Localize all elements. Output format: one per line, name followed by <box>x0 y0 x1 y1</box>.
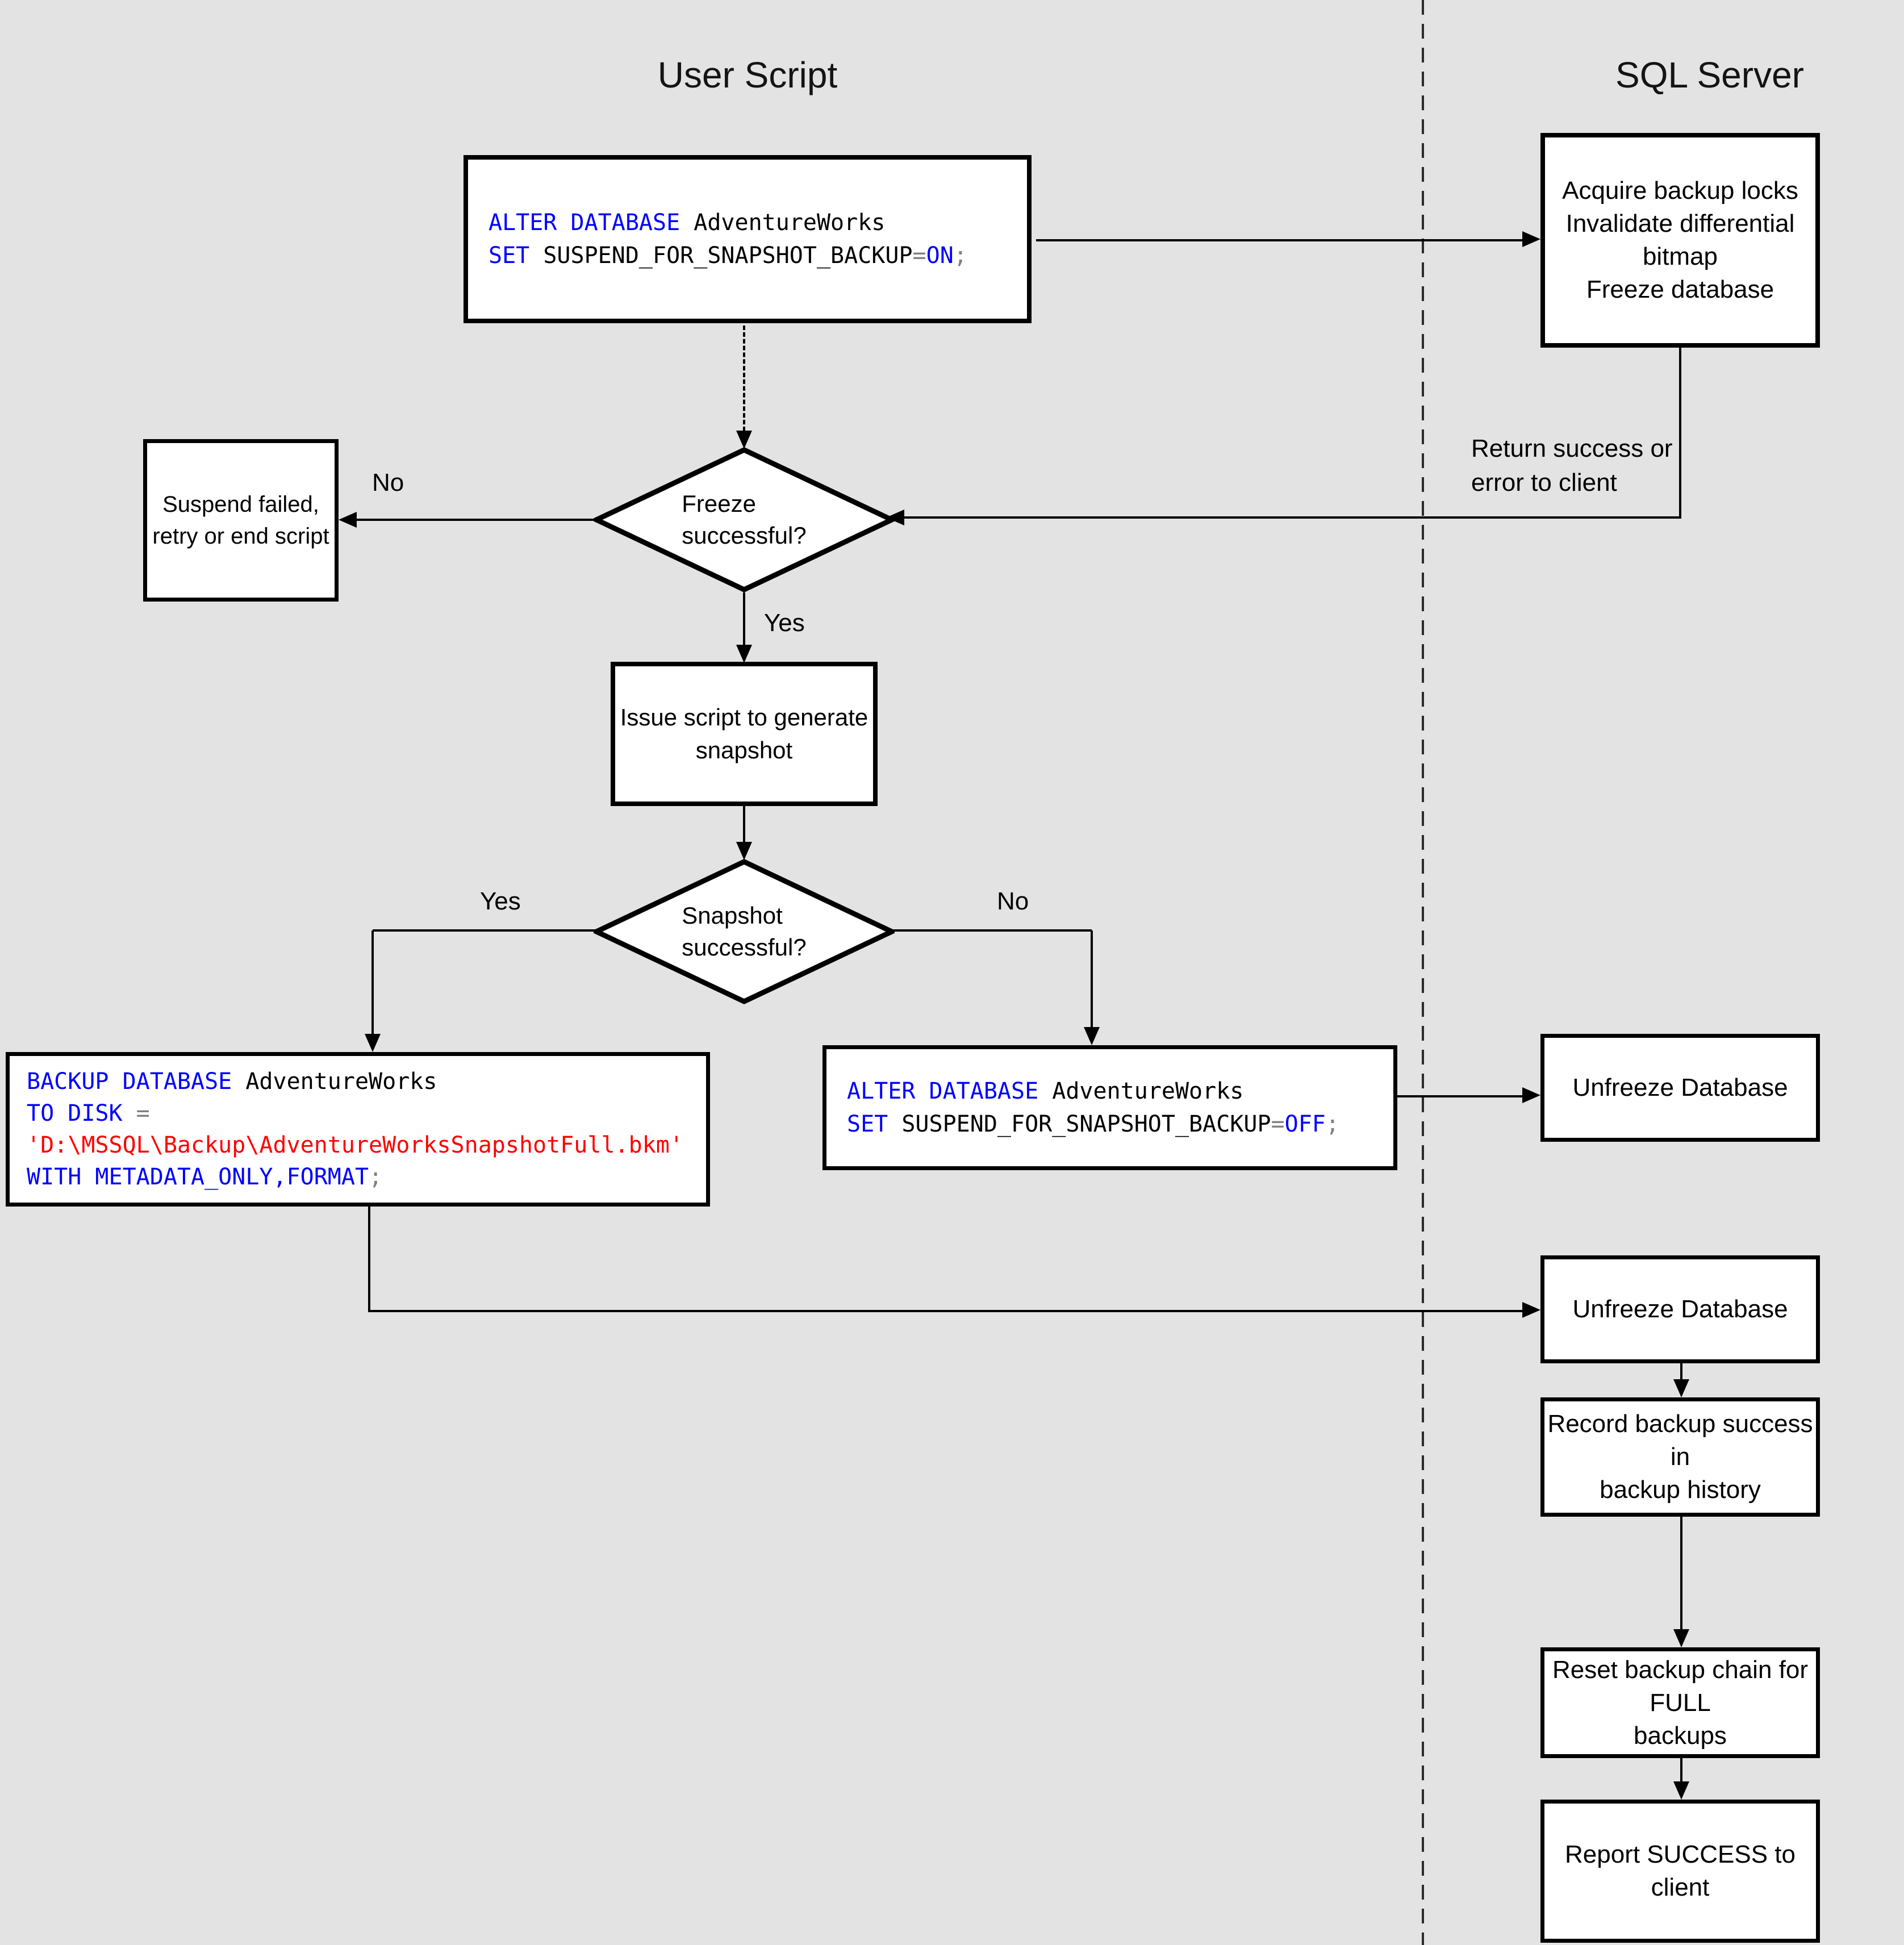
arrowhead-into-suspend-off-box <box>1084 1027 1100 1045</box>
sql-keyword-token: SET <box>488 243 530 269</box>
sql-keyword-token: SET <box>847 1111 888 1137</box>
edge-return-horizontal-line <box>904 516 1681 519</box>
sql-identifier-token: AdventureWorks <box>232 1069 437 1095</box>
arrowhead-into-freeze-top <box>736 431 752 449</box>
sql-code-line: WITH METADATA_ONLY,FORMAT; <box>10 1161 706 1193</box>
label-snapshot-no: No <box>997 887 1029 915</box>
sql-keyword-token: OFF <box>1284 1111 1326 1137</box>
node-suspend-on-code-box: ALTER DATABASE AdventureWorks SET SUSPEN… <box>464 155 1032 323</box>
decision-freeze-successful: Freeze successful? <box>594 447 895 592</box>
edge-snapshot-yes-vertical-line <box>371 930 374 1035</box>
arrowhead-into-suspend-failed <box>339 512 357 528</box>
sql-code-line: ALTER DATABASE AdventureWorks <box>468 206 1027 239</box>
label-snapshot-yes: Yes <box>480 887 521 915</box>
node-record-backup-history-box: Record backup success in backup history <box>1540 1397 1820 1517</box>
label-freeze-no: No <box>372 469 404 496</box>
edge-snapshot-yes-horizontal-line <box>373 929 596 932</box>
node-backup-metadata-code-box: BACKUP DATABASE AdventureWorks TO DISK =… <box>6 1052 710 1207</box>
sql-operator-token: = <box>912 243 926 269</box>
sql-operator-token: = <box>122 1100 150 1126</box>
sql-code-line: 'D:\MSSQL\Backup\AdventureWorksSnapshotF… <box>10 1129 706 1161</box>
edge-backup-out-vertical-line <box>368 1207 370 1311</box>
arrowhead-into-backup-box <box>365 1034 381 1052</box>
sql-keyword-token: BACKUP DATABASE <box>27 1069 232 1095</box>
sql-code-line: ALTER DATABASE AdventureWorks <box>826 1075 1393 1108</box>
node-issue-snapshot-script-box: Issue script to generate snapshot <box>611 662 878 806</box>
node-label: Freeze successful? <box>682 490 807 549</box>
arrowhead-into-reset <box>1673 1629 1689 1647</box>
edge-suspendoff-to-unfreeze1-line <box>1397 1095 1523 1097</box>
node-suspend-off-code-box: ALTER DATABASE AdventureWorks SET SUSPEN… <box>822 1045 1397 1170</box>
node-label: Unfreeze Database <box>1572 1074 1788 1101</box>
edge-return-vertical-line <box>1679 348 1681 519</box>
page-title-user-script: User Script <box>657 55 838 95</box>
decision-snapshot-successful: Snapshot successful? <box>594 859 895 1004</box>
node-label: Unfreeze Database <box>1572 1295 1788 1323</box>
sql-operator-token: = <box>1271 1111 1285 1137</box>
node-label: Record backup success in backup history <box>1547 1410 1813 1504</box>
edge-unfreeze2-to-record-line <box>1680 1363 1682 1383</box>
page-title-sql-server: SQL Server <box>1615 55 1804 95</box>
sql-code-line: TO DISK = <box>10 1097 706 1129</box>
sql-code-line: BACKUP DATABASE AdventureWorks <box>10 1066 706 1097</box>
sql-code-line: SET SUSPEND_FOR_SNAPSHOT_BACKUP=ON; <box>468 239 1027 272</box>
sql-identifier-token: AdventureWorks <box>680 210 886 236</box>
node-suspend-failed-box: Suspend failed, retry or end script <box>143 439 339 602</box>
sql-keyword-token: WITH METADATA_ONLY,FORMAT <box>27 1164 369 1190</box>
sql-keyword-token: ON <box>926 243 954 269</box>
node-report-success-box: Report SUCCESS to client <box>1540 1800 1820 1943</box>
sql-operator-token: ; <box>369 1164 383 1190</box>
arrowhead-into-acquire <box>1522 231 1540 247</box>
edge-snapshot-no-vertical-line <box>1091 930 1093 1029</box>
node-unfreeze-database-1-box: Unfreeze Database <box>1540 1034 1820 1142</box>
node-label: Snapshot successful? <box>682 902 807 961</box>
node-label: Suspend failed, retry or end script <box>152 492 329 549</box>
arrowhead-into-report <box>1673 1781 1689 1800</box>
node-unfreeze-database-2-box: Unfreeze Database <box>1540 1255 1820 1363</box>
freeze-diamond-shape <box>594 447 895 592</box>
sql-identifier-token: AdventureWorks <box>1038 1078 1244 1104</box>
sql-keyword-token: ALTER DATABASE <box>847 1078 1039 1104</box>
node-label: Report SUCCESS to client <box>1565 1840 1796 1901</box>
edge-suspendon-to-acquire-line <box>1036 239 1523 241</box>
edge-reset-to-report-line <box>1680 1758 1682 1784</box>
node-label: Issue script to generate snapshot <box>620 704 869 763</box>
edge-backup-to-unfreeze2-line <box>368 1310 1525 1312</box>
arrowhead-into-record <box>1673 1379 1689 1397</box>
edge-freeze-no-line <box>356 519 596 521</box>
node-reset-backup-chain-box: Reset backup chain for FULL backups <box>1540 1647 1820 1758</box>
edge-freeze-yes-line <box>743 592 745 646</box>
edge-snapshot-no-horizontal-line <box>892 929 1092 932</box>
arrowhead-into-unfreeze1 <box>1522 1087 1540 1103</box>
arrowhead-into-snapshot-top <box>736 842 752 860</box>
sql-operator-token: ; <box>953 243 967 269</box>
sql-operator-token: ; <box>1325 1111 1339 1137</box>
arrowhead-into-unfreeze2 <box>1522 1302 1540 1318</box>
column-divider-dashed-line <box>1422 0 1424 1945</box>
label-freeze-yes: Yes <box>764 609 805 637</box>
node-label: Reset backup chain for FULL backups <box>1552 1655 1809 1750</box>
sql-identifier-token: SUSPEND_FOR_SNAPSHOT_BACKUP <box>888 1111 1271 1137</box>
node-acquire-freeze-box: Acquire backup locks Invalidate differen… <box>1540 133 1820 348</box>
sql-code-line: SET SUSPEND_FOR_SNAPSHOT_BACKUP=OFF; <box>826 1108 1393 1141</box>
edge-suspendon-to-freeze-dashed-line <box>743 325 745 431</box>
note-return-success: Return success or error to client <box>1471 435 1673 496</box>
node-label: Acquire backup locks Invalidate differen… <box>1562 177 1798 303</box>
edge-record-to-reset-line <box>1680 1517 1682 1631</box>
snapshot-diamond-shape <box>594 859 895 1004</box>
edge-issue-to-snapshot-line <box>743 806 745 844</box>
sql-identifier-token: SUSPEND_FOR_SNAPSHOT_BACKUP <box>529 243 913 269</box>
sql-string-token: 'D:\MSSQL\Backup\AdventureWorksSnapshotF… <box>27 1132 683 1158</box>
arrowhead-into-issue-script <box>736 645 752 663</box>
sql-keyword-token: ALTER DATABASE <box>488 210 680 236</box>
sql-keyword-token: TO DISK <box>27 1100 123 1126</box>
